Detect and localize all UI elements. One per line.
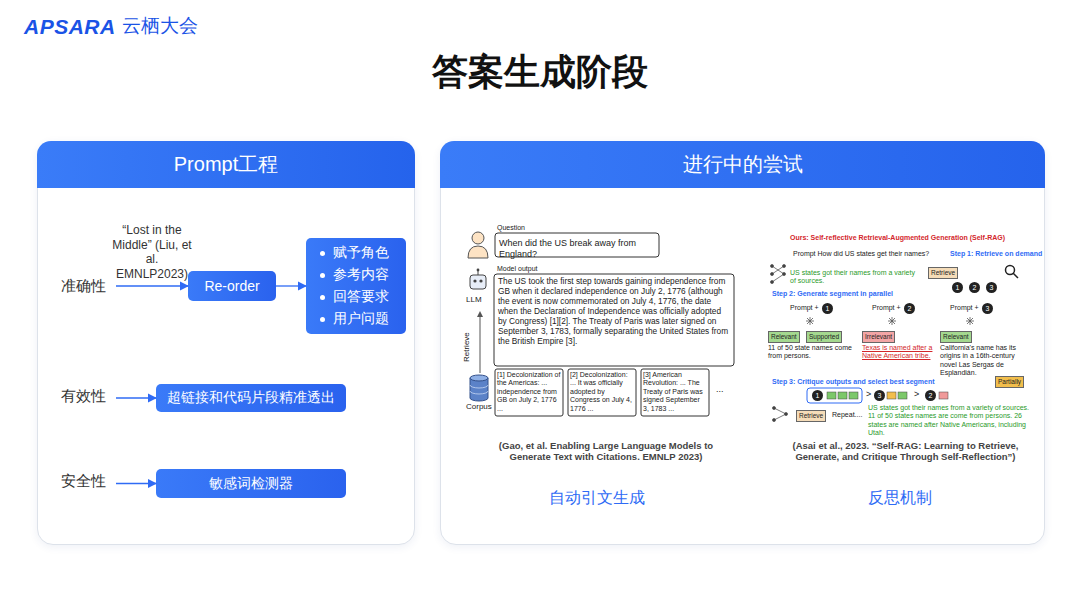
figure-tag: Retrieve <box>796 410 826 422</box>
network-icon <box>771 265 786 284</box>
bullet-dot <box>320 273 325 278</box>
callout-number: 2 <box>925 390 936 401</box>
document-box <box>568 369 636 416</box>
callout-number: 1 <box>822 303 833 314</box>
figure-text: Prompt How did US states get their names… <box>793 250 943 258</box>
bullet-dot <box>320 251 325 256</box>
robot-icon <box>470 269 486 289</box>
callout-number: 1 <box>952 282 963 293</box>
figure-text: Prompt + <box>950 304 979 312</box>
list-text: 回答要求 <box>333 288 389 306</box>
node-text: 安全性 <box>61 472 106 491</box>
figure-text: 11 of 50 state names come from persons. <box>768 344 854 361</box>
generator-icons <box>806 317 974 325</box>
network-icon <box>773 407 788 422</box>
node-text: 超链接和代码片段精准透出 <box>167 389 335 407</box>
figure-subtitle: 自动引文生成 <box>537 488 657 507</box>
figure-tag: Irrelevant <box>862 331 895 343</box>
figure-text: Question <box>497 224 525 232</box>
list-text: 参考内容 <box>333 266 389 284</box>
figure-text: Texas is named after a Native American t… <box>862 344 934 361</box>
callout-number: 1 <box>812 390 823 401</box>
panel-heading: 进行中的尝试 <box>683 151 803 178</box>
category-label: 安全性 <box>61 469 110 493</box>
model-output-box <box>494 274 734 366</box>
figure-text: Step 3: Critique outputs and select best… <box>772 378 935 386</box>
panel-header: 进行中的尝试 <box>440 141 1045 188</box>
process-box: 超链接和代码片段精准透出 <box>156 384 346 412</box>
figure-tag: Relevant <box>768 331 800 343</box>
figure-tag: Retrieve <box>928 267 958 279</box>
figure-text: The US took the first step towards gaini… <box>498 277 732 347</box>
list-box: 赋予角色参考内容回答要求用户问题 <box>306 238 406 334</box>
figure-text: US states got their names from a variety… <box>790 269 922 286</box>
edge-label: “Lost in the Middle” (Liu, et al. EMNLP2… <box>110 223 194 281</box>
category-label: 准确性 <box>61 274 110 298</box>
document-box <box>641 369 709 416</box>
figure-text: Retrieve <box>462 332 472 362</box>
bullet-dot <box>320 295 325 300</box>
list-item: 用户问题 <box>320 308 389 330</box>
arrow-connector <box>116 397 156 398</box>
figure-text: [2] Decolonization: ... It was officiall… <box>570 371 634 413</box>
arrow-connector <box>276 285 306 286</box>
person-icon <box>468 232 488 258</box>
ranking-bars <box>807 388 948 403</box>
category-label: 有效性 <box>61 384 110 408</box>
callout-number: 2 <box>969 282 980 293</box>
figure-tag: Supported <box>806 331 842 343</box>
figure-text: Corpus <box>466 402 492 412</box>
figure-text: Model output <box>497 265 537 273</box>
figure-text: Prompt + <box>872 304 901 312</box>
figure-text: US states got their names from a variety… <box>868 404 1033 438</box>
corpus-icon <box>470 375 488 401</box>
list-item: 参考内容 <box>320 264 389 286</box>
figure-caption: (Asai et al., 2023. “Self-RAG: Learning … <box>778 440 1033 463</box>
bullet-dot <box>320 317 325 322</box>
logo-text: APSARA <box>24 14 116 39</box>
figure-text: Repeat.... <box>832 411 862 419</box>
figure-tag: Relevant <box>940 331 972 343</box>
retrieve-arrow <box>480 314 481 373</box>
arrow-connector <box>116 483 156 484</box>
callout-number: 3 <box>986 282 997 293</box>
process-box: 敏感词检测器 <box>156 469 346 498</box>
figure-text: ... <box>716 384 724 395</box>
node-text: 敏感词检测器 <box>209 475 293 493</box>
callout-number: 2 <box>904 303 915 314</box>
document-box <box>495 369 563 416</box>
figure-tag: Partially <box>995 376 1024 388</box>
figure-text: LLM <box>466 295 482 305</box>
callout-number: 3 <box>982 303 993 314</box>
figure-text: When did the US break away from England? <box>499 238 657 260</box>
section-panel: Prompt工程准确性 Re-order 赋予角色参考内容回答要求用户问题有效性 超链… <box>37 141 415 545</box>
node-text: 有效性 <box>61 387 106 406</box>
figure-caption: (Gao, et al. Enabling Large Language Mod… <box>486 440 726 463</box>
list-text: 赋予角色 <box>333 244 389 262</box>
figure-text: > <box>914 389 919 400</box>
figure-subtitle: 反思机制 <box>840 488 960 507</box>
list-item: 赋予角色 <box>320 242 389 264</box>
figure-text: California's name has its origins in a 1… <box>940 344 1030 378</box>
figure-text: Prompt + <box>790 304 819 312</box>
panel-header: Prompt工程 <box>37 141 415 188</box>
figure-text: > <box>866 389 871 400</box>
figure-text: [3] American Revolution: ... The Treaty … <box>643 371 707 413</box>
callout-number: 3 <box>874 390 885 401</box>
logo-text: 云栖大会 <box>122 15 198 38</box>
node-text: Re-order <box>204 278 259 294</box>
figure-text: [1] Decolonization of the Americas: ... … <box>497 371 561 413</box>
panel-heading: Prompt工程 <box>174 151 278 178</box>
process-box: Re-order <box>188 271 276 301</box>
slide-title: 答案生成阶段 <box>0 48 1080 97</box>
figure-text: Step 2: Generate segment in parallel <box>772 290 893 298</box>
list-item: 回答要求 <box>320 286 389 308</box>
node-text: 准确性 <box>61 277 106 296</box>
magnifier-icon <box>1006 266 1019 279</box>
figure-text: Step 1: Retrieve on demand <box>950 250 1042 258</box>
arrow-connector <box>116 285 188 286</box>
list-text: 用户问题 <box>333 310 389 328</box>
figure-text: Ours: Self-reflective Retrieval-Augmente… <box>790 234 1030 242</box>
